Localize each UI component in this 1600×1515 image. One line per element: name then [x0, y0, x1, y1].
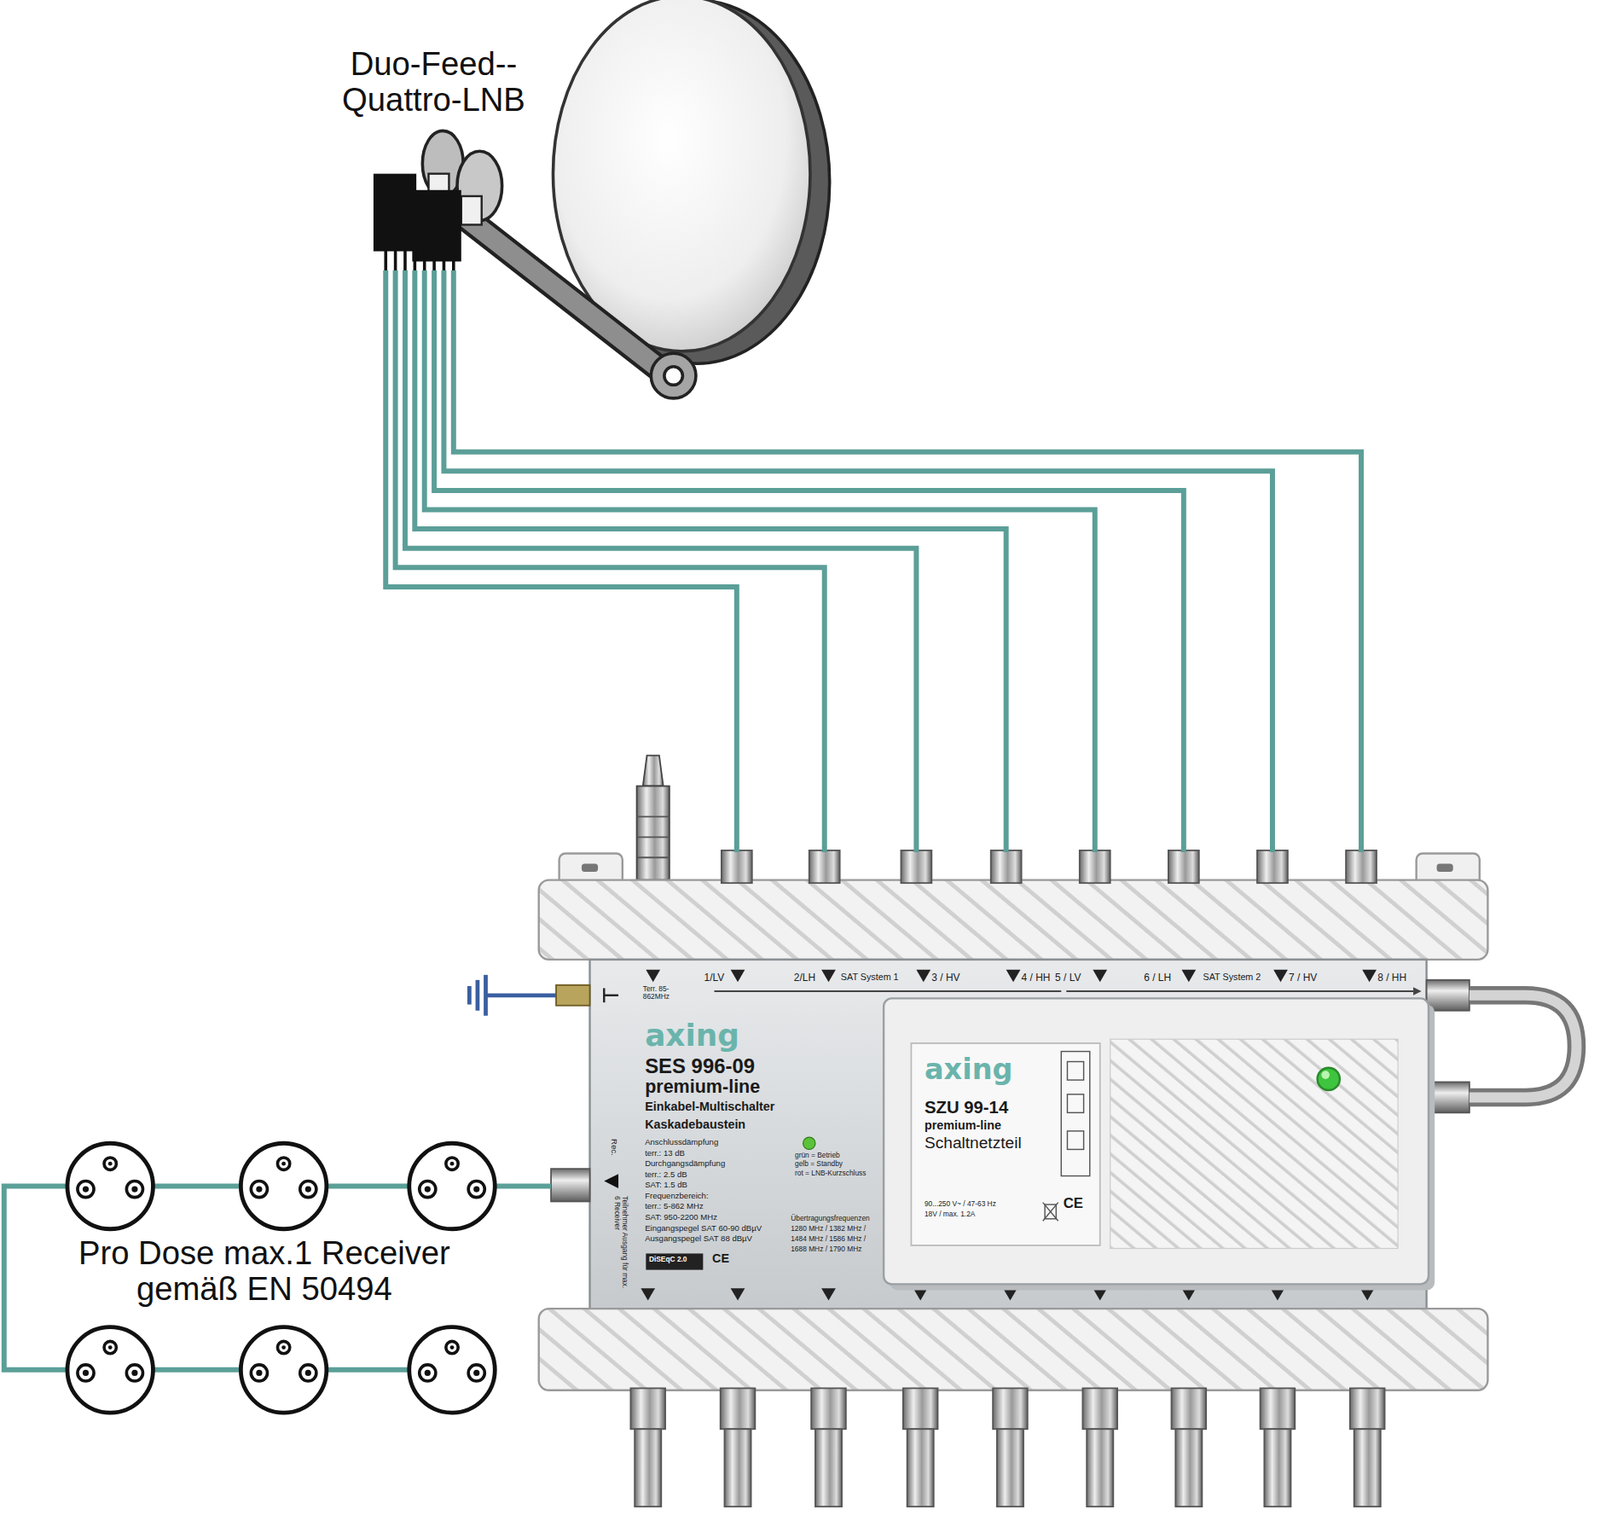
- caption-note: Pro Dose max.1 Receiver gemäß EN 50494: [46, 1234, 483, 1307]
- led-key: gelb = Standby: [794, 1159, 843, 1168]
- port-label: 5 / LV: [1055, 972, 1081, 984]
- spec-text: SAT: 1.5 dB: [644, 1180, 688, 1190]
- mark-text: CE: [1063, 1195, 1084, 1212]
- brand-logo: axing: [924, 1054, 1014, 1086]
- coax-cable: [405, 270, 916, 853]
- power-supply: axingSZU 99-14premium-lineSchaltnetzteil…: [883, 997, 1429, 1284]
- model-name: SES 996-09: [644, 1055, 755, 1078]
- port-label: Teilnehmer Ausgang für max. 6 Receiver: [613, 1195, 629, 1290]
- port-label: 3 / HV: [931, 972, 960, 984]
- group-label: SAT System 2: [1203, 972, 1262, 983]
- device-type: Schaltnetzteil: [924, 1133, 1022, 1152]
- group-label: SAT System 1: [840, 972, 899, 983]
- spec-text: 1280 MHz / 1382 MHz /: [790, 1224, 866, 1233]
- port-label: 1/LV: [704, 972, 725, 984]
- spec-text: Übertragungsfrequenzen: [790, 1214, 870, 1223]
- coax-cable: [424, 270, 1096, 853]
- coax-cable: [395, 270, 825, 853]
- led-key: grün = Betrieb: [794, 1151, 841, 1160]
- coax-cable: [385, 270, 737, 853]
- device-type: Einkabel-Multischalter: [644, 1100, 775, 1114]
- spec-text: 1688 MHz / 1790 MHz: [790, 1245, 862, 1253]
- spec-text: 90...250 V~ / 47-63 Hz: [924, 1200, 997, 1208]
- spec-text: 18V / max. 1.2A: [924, 1210, 975, 1218]
- spec-text: terr.: 13 dB: [644, 1148, 685, 1159]
- port-label: Rec.: [609, 1138, 620, 1156]
- spec-text: terr.: 5-862 MHz: [644, 1201, 704, 1212]
- spec-text: SAT: 950-2200 MHz: [644, 1212, 718, 1223]
- spec-text: Anschlussdämpfung: [644, 1137, 719, 1148]
- product-line: premium-line: [644, 1077, 760, 1098]
- port-label: 2/LH: [794, 972, 816, 984]
- spec-text: Frequenzbereich:: [644, 1191, 708, 1201]
- led-key: rot = LNB-Kurzschluss: [794, 1169, 866, 1177]
- coax-cable: [434, 270, 1184, 853]
- brand-logo: axing: [644, 1018, 740, 1052]
- model-name: SZU 99-14: [924, 1097, 1009, 1117]
- badge-text: DiSEqC 2.0: [649, 1255, 688, 1264]
- lnb-title: Duo-Feed-- Quattro-LNB: [326, 46, 541, 118]
- coax-cable: [414, 270, 1006, 853]
- lnb-dish: Duo-Feed-- Quattro-LNB: [326, 40, 541, 271]
- product-line: premium-line: [924, 1118, 1002, 1133]
- spec-text: 1484 MHz / 1586 MHz /: [790, 1234, 866, 1243]
- port-label: 6 / LH: [1143, 972, 1172, 984]
- coax-cable: [453, 270, 1362, 853]
- spec-text: terr.: 2.5 dB: [644, 1170, 687, 1180]
- port-label: Terr. 85-862MHz: [643, 985, 686, 1001]
- port-label: 7 / HV: [1288, 972, 1317, 984]
- spec-text: Durchgangsdämpfung: [644, 1159, 725, 1169]
- device-type: Kaskadebaustein: [644, 1118, 746, 1132]
- multiswitch-housing: Terr. 85-862MHz 1/LV 2/LH SAT System 1 3 / H…: [530, 852, 1496, 1393]
- port-label: 4 / HH: [1021, 972, 1051, 984]
- spec-text: Ausgangspegel SAT 88 dBµV: [644, 1234, 753, 1244]
- mark-text: CE: [712, 1252, 730, 1266]
- spec-text: Eingangspegel SAT 60-90 dBµV: [644, 1223, 762, 1234]
- port-label: 8 / HH: [1377, 972, 1407, 984]
- coax-cable: [443, 270, 1273, 853]
